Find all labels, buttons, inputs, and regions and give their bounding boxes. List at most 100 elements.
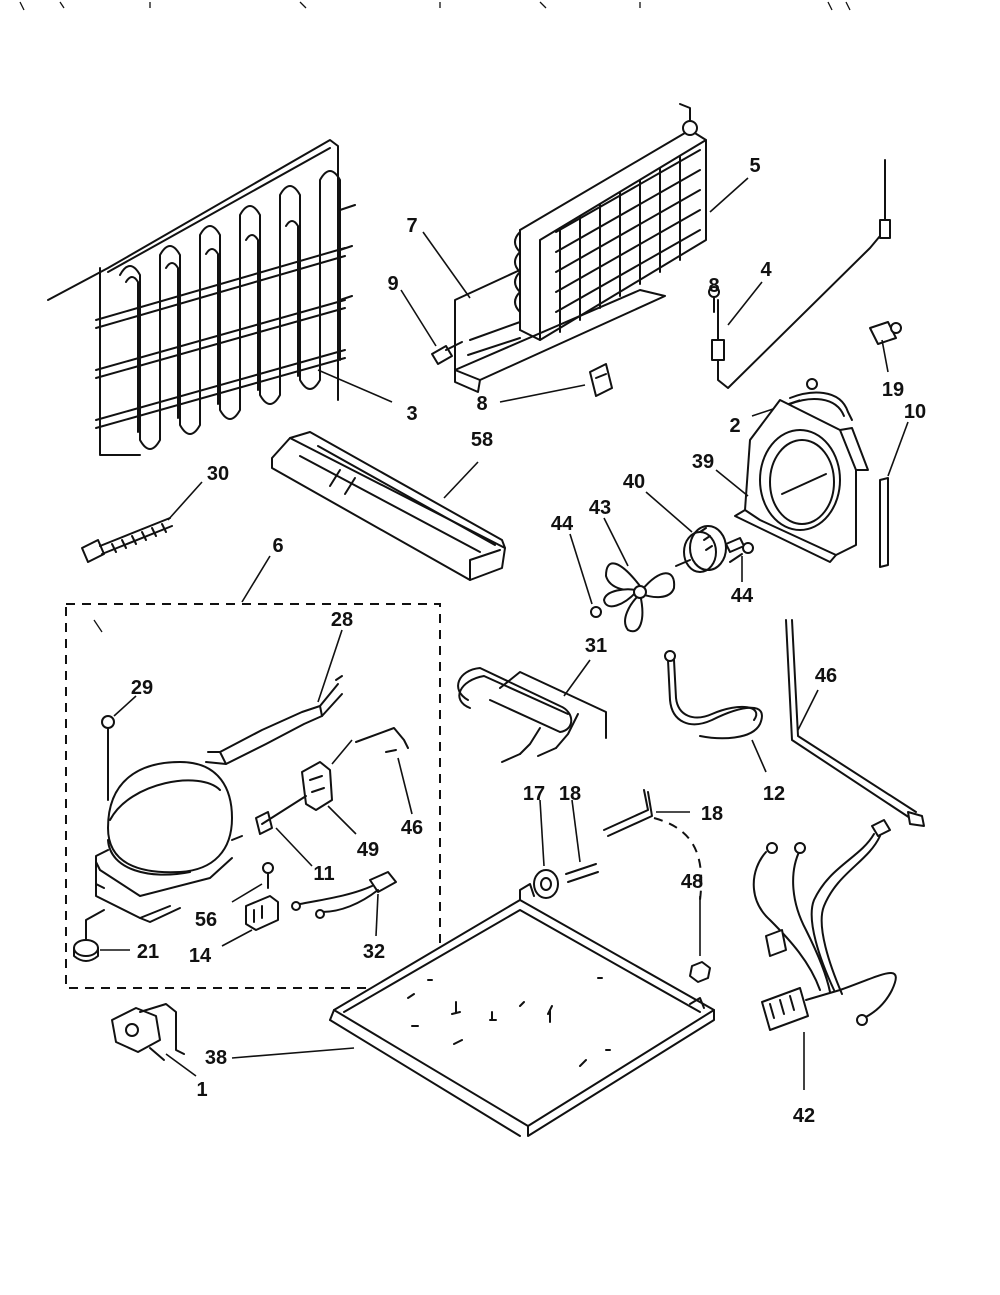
wire-harness-42 — [752, 819, 897, 1031]
leader-5 — [709, 177, 749, 213]
pin-48 — [603, 789, 653, 837]
callout-58: 58 — [471, 429, 493, 451]
callout-8a: 8 — [476, 393, 487, 415]
callout-39: 39 — [692, 451, 714, 473]
cropped-top-marks — [19, 1, 851, 11]
leader-39 — [715, 469, 749, 497]
leader-4 — [727, 281, 763, 326]
callout-7: 7 — [406, 215, 417, 237]
callout-43: 43 — [589, 497, 611, 519]
tube-loop-47 — [664, 650, 763, 740]
callout-48: 18 — [701, 803, 723, 825]
leader-31 — [113, 695, 137, 717]
leader-3 — [317, 369, 393, 403]
callout-42: 42 — [793, 1105, 815, 1127]
fan-motor-40 — [675, 525, 745, 573]
leader-58 — [443, 461, 479, 499]
evaporator-fitting-icon — [682, 120, 698, 136]
callout-4: 4 — [760, 259, 772, 281]
drain-trough-58 — [271, 431, 506, 581]
callout-47: 12 — [763, 783, 785, 805]
leader-8a — [499, 384, 586, 403]
terminal-8 — [708, 286, 720, 313]
callout-29: 28 — [331, 609, 353, 631]
axle-18 — [565, 863, 599, 883]
leader-12 — [327, 805, 357, 835]
nut-44 — [590, 606, 602, 618]
base-pan-1 — [329, 883, 715, 1137]
callout-49: 46 — [815, 665, 837, 687]
leader-7 — [422, 231, 471, 299]
callout-3: 3 — [406, 403, 417, 425]
callout-56: 56 — [195, 909, 217, 931]
leader-11 — [397, 757, 413, 815]
filter-drier-29 — [205, 675, 343, 765]
leader-43 — [603, 517, 629, 567]
callout-1: 38 — [205, 1047, 227, 1069]
roller-17 — [533, 869, 559, 899]
callout-30: 30 — [207, 463, 229, 485]
leader-19 — [881, 339, 889, 373]
leader-30 — [167, 481, 203, 521]
tube-30 — [81, 517, 173, 563]
clip-19 — [869, 321, 902, 345]
harness-terminal-icon — [766, 842, 778, 854]
condenser-coil — [47, 139, 356, 456]
leader-9 — [400, 289, 437, 347]
leader-1 — [231, 1047, 355, 1059]
fan-blade-43 — [603, 562, 676, 633]
leader-18 — [571, 799, 581, 863]
callout-2: 2 — [729, 415, 740, 437]
leader-15 — [165, 1053, 197, 1077]
evaporator-bracket — [454, 269, 666, 393]
screw-9 — [431, 341, 463, 365]
leader-10 — [887, 421, 909, 477]
callout-28: 6 — [272, 535, 283, 557]
callout-19: 19 — [882, 379, 904, 401]
callout-31: 29 — [131, 677, 153, 699]
relay-cover-12 — [301, 761, 333, 811]
tube-49 — [785, 619, 925, 827]
leader-49 — [797, 689, 819, 731]
clip-13 — [255, 795, 307, 835]
leader-13 — [275, 827, 313, 867]
overload-38 — [291, 871, 397, 919]
clip-8 — [589, 363, 613, 397]
screw-6 — [729, 542, 754, 563]
callout-15: 1 — [196, 1079, 207, 1101]
grommet-14 — [73, 909, 105, 962]
leader-46 — [563, 659, 591, 697]
fan-shroud-39 — [734, 399, 869, 563]
evaporator-assembly — [514, 103, 707, 341]
callout-11: 46 — [401, 817, 423, 839]
callout-38: 32 — [363, 941, 385, 963]
callout-17: 17 — [523, 783, 545, 805]
clip-11 — [355, 727, 409, 753]
leader-28 — [241, 555, 271, 603]
leader-40 — [645, 491, 693, 533]
callout-14: 21 — [137, 941, 159, 963]
callout-6: 44 — [731, 585, 754, 607]
leader-38 — [375, 893, 379, 937]
nut-21 — [689, 961, 711, 983]
callout-13: 11 — [313, 863, 334, 885]
callout-9: 9 — [387, 273, 398, 295]
wire-stand-46 — [457, 667, 607, 763]
heater-wire-4 — [711, 159, 891, 389]
callout-12: 49 — [357, 839, 379, 861]
callout-40: 40 — [623, 471, 645, 493]
valve-15 — [111, 1003, 185, 1061]
compressor — [95, 761, 243, 923]
callout-5: 5 — [749, 155, 760, 177]
callout-21: 48 — [681, 871, 703, 893]
leader-29 — [317, 629, 343, 703]
leader-56 — [231, 883, 263, 903]
strip-10 — [879, 477, 889, 568]
callout-32: 14 — [189, 945, 212, 967]
callout-46: 31 — [585, 635, 607, 657]
callout-44: 44 — [551, 513, 574, 535]
leader-47 — [751, 739, 767, 773]
terminal-31 — [101, 715, 115, 801]
leader-44 — [569, 533, 593, 605]
